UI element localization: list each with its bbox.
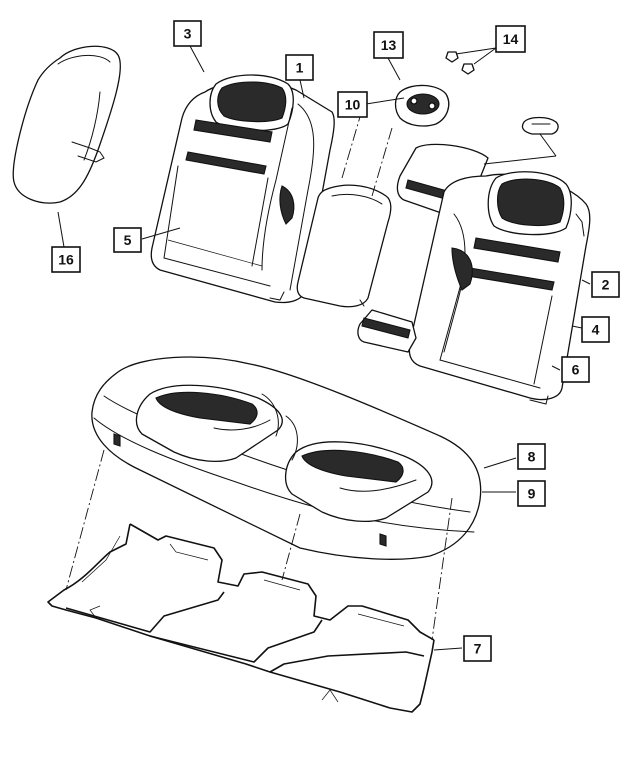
leader-lines [57,45,591,651]
callout-3: 3 [173,20,202,47]
callout-2: 2 [591,271,620,298]
seat-frame-wire-part [47,523,435,713]
callout-1: 1 [285,54,314,81]
fastener-part [445,51,475,75]
callout-13: 13 [373,31,404,59]
callout-7-label: 7 [474,641,482,657]
callout-16: 16 [51,246,81,273]
callout-16-label: 16 [58,252,74,268]
pass-through-panel-part [296,184,392,308]
callout-14: 14 [495,25,526,53]
callout-2-label: 2 [602,277,610,293]
callout-3-label: 3 [184,26,192,42]
callout-13-label: 13 [381,37,397,53]
callout-9-label: 9 [528,486,536,502]
callout-7: 7 [463,635,492,662]
callout-8-label: 8 [528,449,536,465]
callout-4-label: 4 [592,322,600,338]
callout-5-label: 5 [124,232,132,248]
callout-8: 8 [517,443,546,470]
callout-6: 6 [561,356,590,383]
bezel-part [394,84,450,127]
latch-strap-part [521,116,559,135]
callout-4: 4 [581,316,610,343]
callout-9: 9 [517,480,546,507]
alignment-lines [65,109,453,641]
callout-10: 10 [337,91,368,118]
seat-cushion-part [91,356,482,560]
callout-14-label: 14 [503,31,519,47]
callout-5: 5 [113,227,142,253]
armrest-part [12,45,121,204]
callout-1-label: 1 [296,60,304,76]
left-seat-back-part [150,74,335,304]
callout-6-label: 6 [572,362,580,378]
right-seat-back-part [357,143,591,405]
callout-10-label: 10 [345,97,361,113]
